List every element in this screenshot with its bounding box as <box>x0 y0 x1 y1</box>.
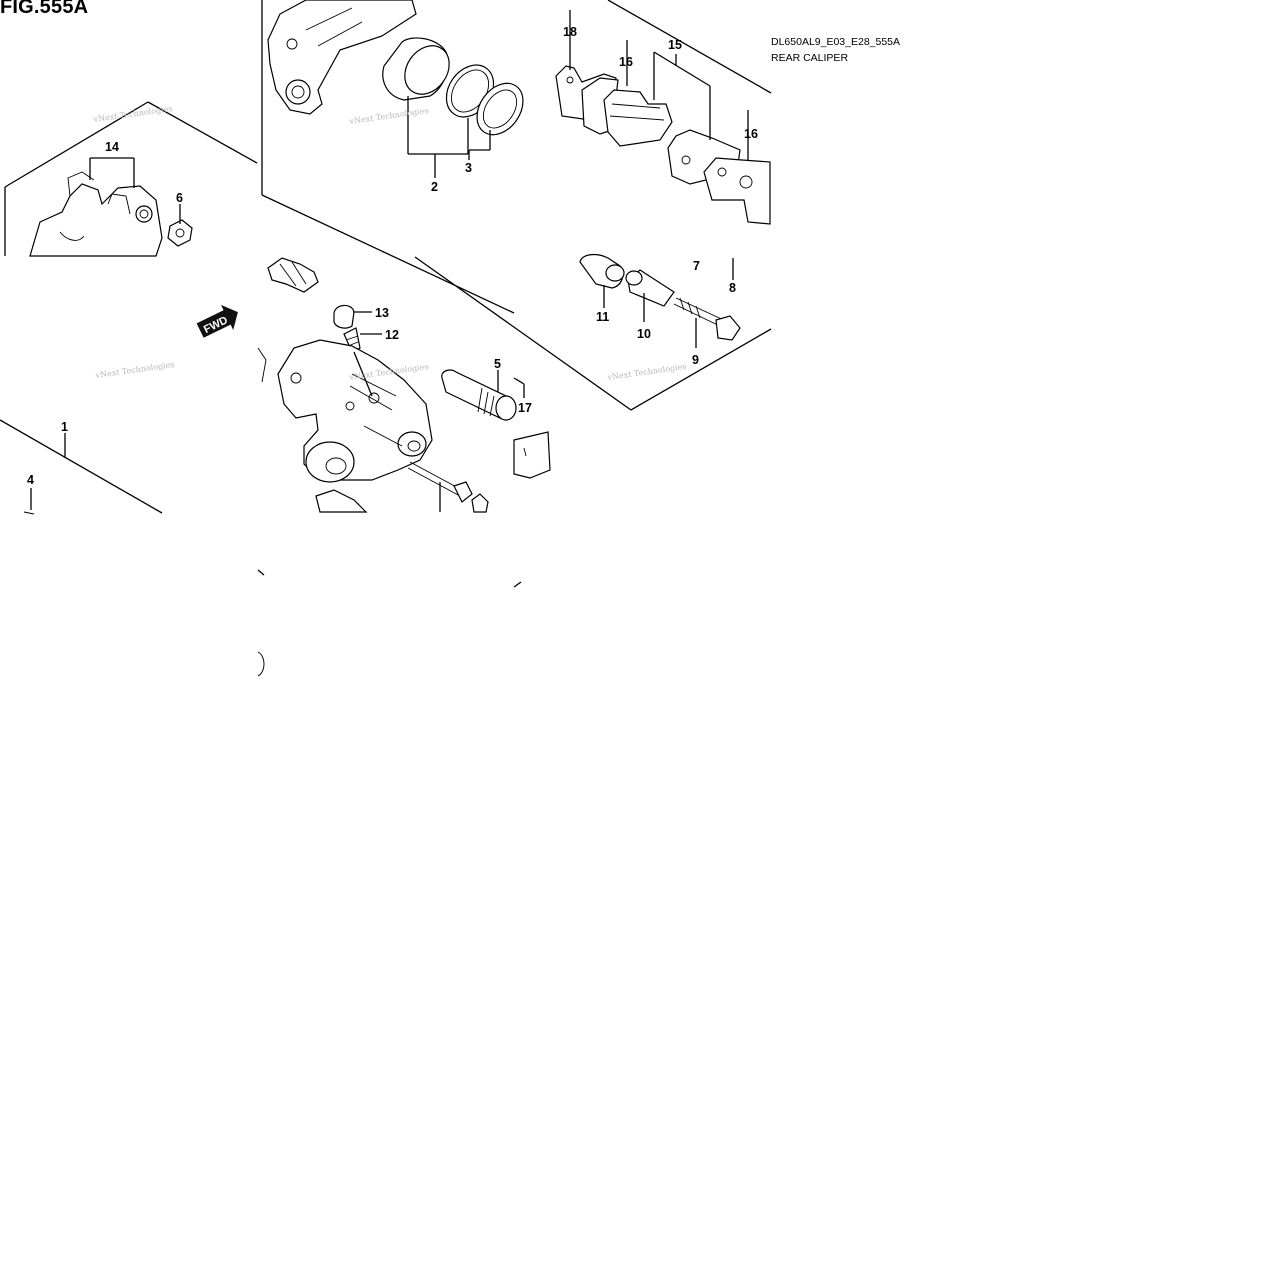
callout-14: 14 <box>105 140 119 154</box>
figure-subtitle: REAR CALIPER <box>771 52 849 64</box>
drawing-fragments <box>23 511 265 677</box>
panel-frame-lines <box>0 0 772 588</box>
brake-pads-and-shims <box>555 65 771 225</box>
callout-18: 18 <box>563 25 577 39</box>
watermark-1: vNext Technologies <box>92 104 173 124</box>
piston-and-seals <box>382 37 524 136</box>
guide-pin <box>441 369 517 421</box>
callout-1: 1 <box>61 420 68 434</box>
callout-2: 2 <box>431 180 438 194</box>
callout-15: 15 <box>668 38 682 52</box>
callout-7: 7 <box>693 259 700 273</box>
caliper-bolt <box>407 461 489 513</box>
watermark-5: vNext Technologies <box>606 362 687 382</box>
callout-5: 5 <box>494 357 501 371</box>
bleeder-and-cap <box>333 304 361 353</box>
callout-13: 13 <box>375 306 389 320</box>
figure-code: DL650AL9_E03_E28_555A <box>771 36 901 48</box>
callout-11: 11 <box>596 310 609 324</box>
callout-17: 17 <box>518 401 532 415</box>
callout-4: 4 <box>27 473 34 487</box>
callout-10: 10 <box>637 327 651 341</box>
callout-16-left: 16 <box>619 55 633 69</box>
figure-title: FIG.555A <box>0 0 89 18</box>
watermark-3: vNext Technologies <box>94 360 175 380</box>
mounting-bracket <box>267 0 417 115</box>
callout-numbers: 14 6 1 4 2 3 18 16 15 16 7 8 11 10 9 13 … <box>27 25 758 487</box>
slide-pin-assembly <box>579 253 741 341</box>
leader-lines <box>30 10 749 512</box>
caliper-bracket <box>29 171 163 257</box>
callout-16-right: 16 <box>744 127 758 141</box>
callout-6: 6 <box>176 191 183 205</box>
forward-direction-badge: FWD <box>196 304 238 338</box>
nut-part <box>167 219 193 247</box>
callout-8: 8 <box>729 281 736 295</box>
watermark-2: vNext Technologies <box>348 106 429 126</box>
callout-3: 3 <box>465 161 472 175</box>
callout-9: 9 <box>692 353 699 367</box>
pad-retainer-spring <box>267 257 319 293</box>
pad-spring-clip <box>513 431 551 479</box>
caliper-body <box>257 339 433 513</box>
callout-12: 12 <box>385 328 399 342</box>
forward-badge-label: FWD <box>202 314 230 336</box>
